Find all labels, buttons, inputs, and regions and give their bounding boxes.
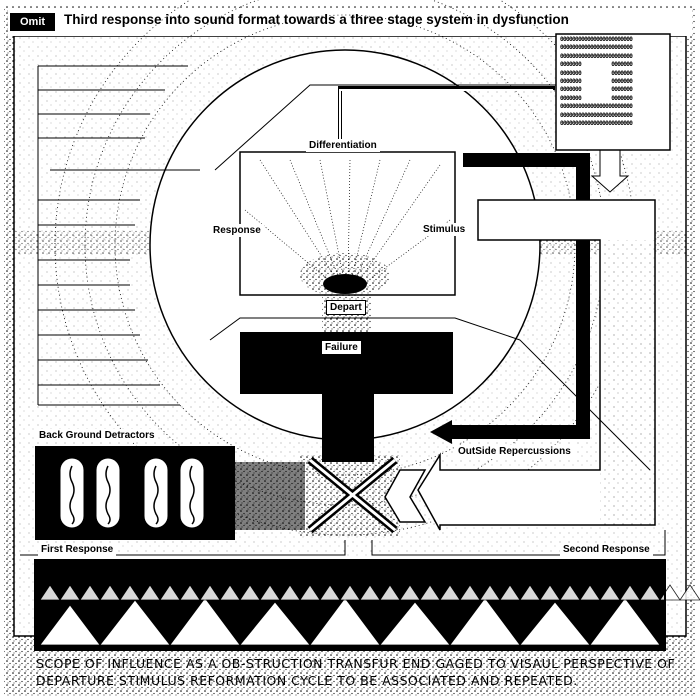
caption-line-2: departure stimulus reformation cycle to … [36,673,578,688]
label-response: Response [210,224,264,237]
zero-row: 000000000000000000000000 [560,36,633,43]
zero-row: 000000000000000000000000 [560,111,633,119]
black-arrow-head [430,420,452,444]
zero-row: 0000000 0000000 [560,78,633,86]
zero-grid-box [555,33,671,151]
zero-row: 0000000 0000000 [560,86,633,94]
down-arrow [590,149,630,193]
diagram-title: Third response into sound format towards… [64,12,569,27]
zero-grid: 000000000000000000000000 000000000000000… [560,36,666,128]
zero-row: 000000000000000000000000 [560,44,633,52]
caption-line-1: Scope of influence as a ob-struction tra… [36,656,676,671]
label-second-response: Second Response [560,543,653,556]
omit-badge: Omit [10,13,56,31]
caption: Scope of influence as a ob-struction tra… [36,655,676,689]
label-differentiation: Differentiation [306,139,380,152]
detractor-pills [59,457,205,529]
zero-row: 0000000 0000000 [560,61,633,69]
label-background-detractors: Back Ground Detractors [36,429,158,442]
zero-row: 0000000 0000000 [560,69,633,77]
mountains [39,584,700,646]
label-first-response: First Response [38,543,117,556]
label-outside-repercussions: OutSide Repercussions [455,445,574,458]
label-depart: Depart [326,300,366,315]
zero-row: 000000000000000000000000 [560,52,633,60]
left-arrows [37,65,200,406]
zero-row: 000000000000000000000000 [560,103,633,111]
label-stimulus: Stimulus [420,223,469,236]
label-failure: Failure [322,341,361,354]
zero-row: 0000000 0000000 [560,94,633,102]
zero-row: 000000000000000000000000 [560,120,633,128]
